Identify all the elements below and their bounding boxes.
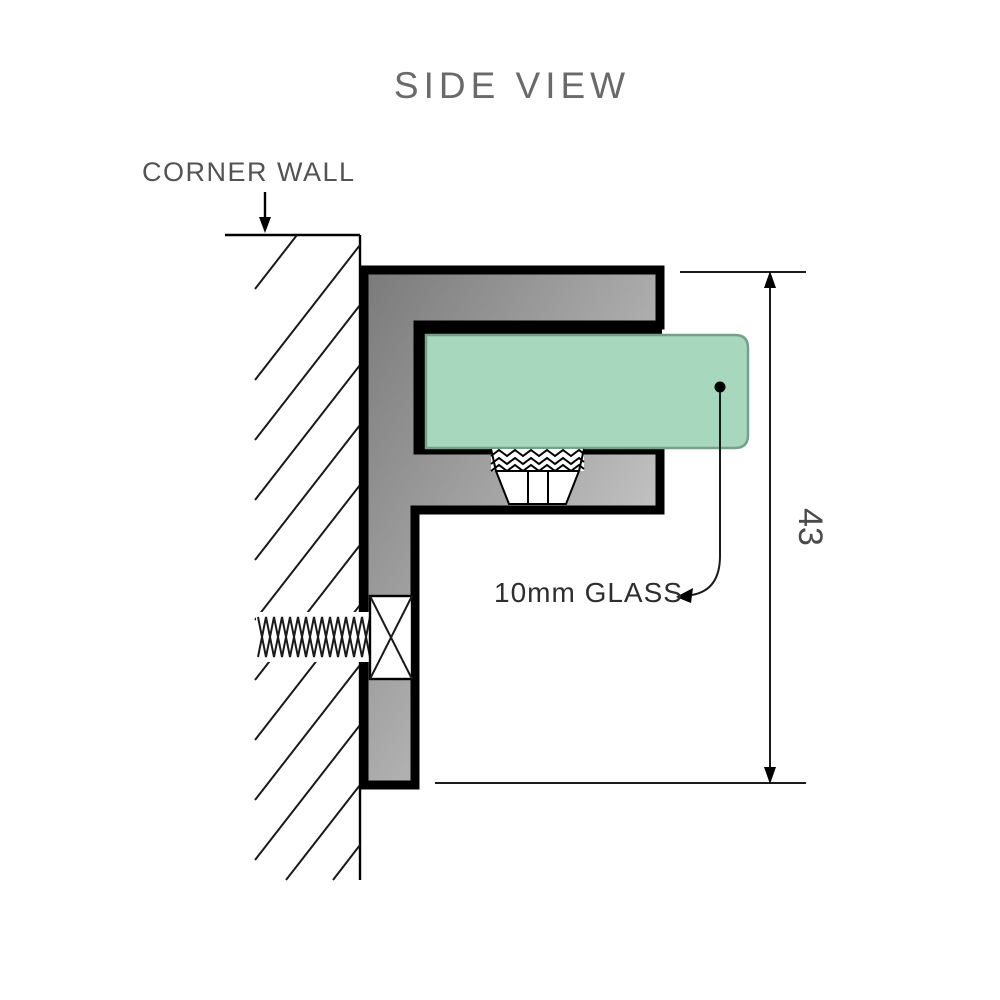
mounting-screw-thread-wave-2 bbox=[257, 616, 371, 658]
wall-hatching bbox=[254, 234, 361, 881]
glass-leader-dot bbox=[714, 381, 726, 393]
grub-screw-thread-body bbox=[491, 449, 584, 471]
mounting-screw bbox=[256, 594, 414, 681]
mounting-screw-thread-wave-1 bbox=[257, 616, 371, 658]
wall-section bbox=[225, 233, 362, 881]
glass-leader-arrowhead-icon bbox=[676, 588, 693, 603]
glass-callout: 10mm GLASS bbox=[494, 381, 726, 608]
dimension-extension-lines bbox=[435, 271, 806, 784]
glass-leader-line bbox=[691, 392, 721, 596]
grub-screw bbox=[490, 448, 585, 505]
corner-wall-arrowhead-icon bbox=[259, 217, 271, 233]
dim-arrowhead-bottom-icon bbox=[764, 767, 776, 784]
dim-value: 43 bbox=[791, 508, 829, 546]
grub-screw-thread-line-1 bbox=[490, 448, 585, 458]
page-title: SIDE VIEW bbox=[394, 65, 630, 106]
corner-wall-callout: CORNER WALL bbox=[142, 157, 356, 233]
corner-wall-label: CORNER WALL bbox=[142, 157, 356, 187]
grub-screw-thread-line-2 bbox=[490, 456, 585, 466]
grub-screw-edge-right bbox=[578, 448, 585, 472]
dim-arrowhead-top-icon bbox=[764, 271, 776, 288]
glass-label: 10mm GLASS bbox=[494, 577, 683, 608]
glass-panel bbox=[424, 333, 750, 450]
mounting-screw-head-cross-2 bbox=[369, 595, 413, 680]
grub-screw-edge-left bbox=[490, 448, 497, 472]
grub-screw-tip bbox=[494, 470, 581, 505]
dimension-43: 43 bbox=[764, 271, 829, 784]
